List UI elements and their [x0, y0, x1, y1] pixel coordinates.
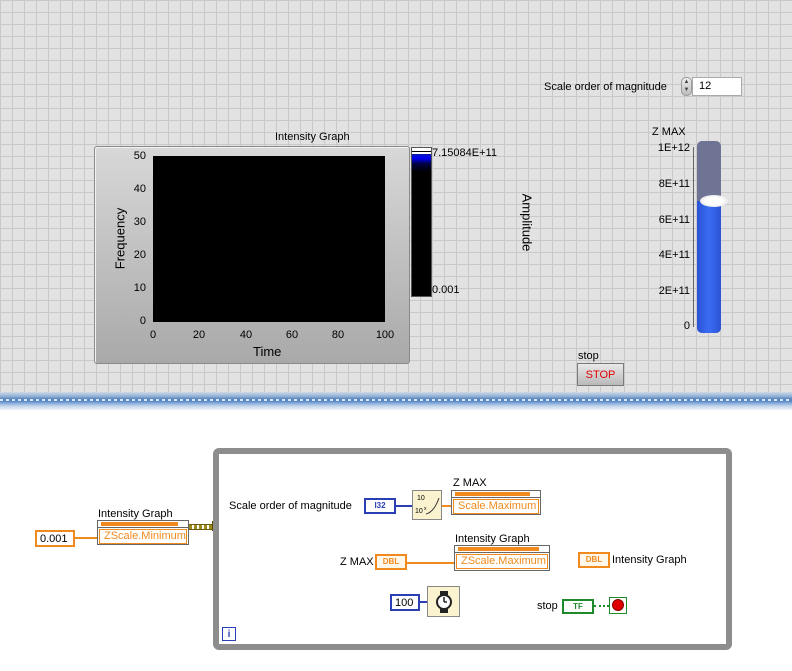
- increment-decrement-arrows[interactable]: ▲▼: [681, 77, 692, 96]
- zmax-terminal-label: Z MAX: [340, 556, 374, 568]
- loop-iteration-terminal[interactable]: i: [222, 627, 236, 641]
- property-node-zscale-max[interactable]: ZScale.Maximum: [454, 545, 550, 571]
- y-tick: 30: [133, 216, 146, 228]
- node1-title: Intensity Graph: [98, 508, 173, 520]
- exponent-curve-icon: [425, 497, 440, 515]
- wait-constant[interactable]: 100: [390, 594, 420, 611]
- y-tick: 50: [133, 150, 146, 162]
- y-tick: 20: [133, 249, 146, 261]
- wire[interactable]: [407, 562, 455, 564]
- wire[interactable]: [75, 537, 97, 539]
- x-tick: 100: [375, 329, 395, 341]
- min-constant[interactable]: 0.001: [35, 530, 75, 547]
- node3-title: Intensity Graph: [455, 533, 530, 545]
- property-node-zmax-scale-max[interactable]: Scale.Maximum: [451, 490, 541, 515]
- error-wire[interactable]: [189, 524, 213, 530]
- pow-top-text: 10: [417, 495, 425, 502]
- property-row: ZScale.Maximum: [456, 554, 548, 569]
- x-tick: 60: [285, 329, 299, 341]
- stop-button[interactable]: STOP: [577, 363, 624, 386]
- x-tick: 20: [192, 329, 206, 341]
- scale-order-input[interactable]: 12: [692, 77, 742, 96]
- zmax-tick: 1E+12: [657, 142, 690, 154]
- pane-splitter[interactable]: [0, 392, 792, 410]
- zmax-slide-thumb[interactable]: [700, 195, 728, 207]
- stop-terminal-label: stop: [537, 600, 558, 612]
- y-axis-label: Frequency: [112, 207, 128, 270]
- node2-title: Z MAX: [453, 477, 487, 489]
- zmax-slide-fill: [697, 201, 721, 333]
- y-tick: 0: [139, 315, 146, 327]
- scale-order-label: Scale order of magnitude: [544, 81, 667, 93]
- z-axis-label: Amplitude: [519, 193, 535, 252]
- zmax-tick: 4E+11: [658, 249, 690, 261]
- y-tick: 10: [133, 282, 146, 294]
- zmax-tick: 8E+11: [658, 178, 690, 190]
- z-axis-label-wrap: Amplitude: [518, 189, 536, 255]
- property-node-zscale-min[interactable]: ZScale.Minimum: [97, 520, 189, 545]
- pow-bottom-text: 10: [415, 508, 423, 515]
- color-ramp[interactable]: [411, 147, 432, 297]
- wait-ms-function[interactable]: [427, 586, 460, 617]
- ramp-min-value[interactable]: 0.001: [432, 284, 460, 296]
- dbl-terminal[interactable]: DBL: [375, 554, 407, 570]
- wire[interactable]: [420, 601, 428, 603]
- i32-terminal[interactable]: I32: [364, 498, 396, 514]
- scale-order-terminal-label: Scale order of magnitude: [229, 500, 352, 512]
- zmax-label: Z MAX: [652, 126, 686, 138]
- x-tick: 0: [149, 329, 157, 341]
- ramp-max-value[interactable]: 7.15084E+11: [432, 147, 497, 159]
- x-tick: 80: [331, 329, 345, 341]
- wire[interactable]: [442, 505, 452, 507]
- loop-condition-terminal[interactable]: [609, 597, 627, 614]
- zmax-tick: 2E+11: [658, 285, 690, 297]
- intensity-graph-terminal-label: Intensity Graph: [612, 554, 687, 566]
- y-tick: 40: [133, 183, 146, 195]
- x-tick: 40: [239, 329, 253, 341]
- intensity-plot-area[interactable]: [153, 156, 385, 322]
- property-row: ZScale.Minimum: [99, 529, 187, 544]
- wire[interactable]: [594, 605, 609, 607]
- zmax-scale-line: [693, 147, 694, 327]
- intensity-graph-terminal[interactable]: DBL: [578, 552, 610, 568]
- pow-x-text: x: [424, 506, 427, 512]
- stop-boolean-terminal[interactable]: TF: [562, 599, 594, 614]
- stop-condition-icon: [613, 600, 623, 610]
- stop-label: stop: [578, 350, 599, 362]
- zmax-tick: 6E+11: [658, 214, 690, 226]
- property-row: Scale.Maximum: [453, 499, 539, 514]
- x-axis-label: Time: [253, 344, 282, 359]
- graph-title: Intensity Graph: [275, 131, 350, 143]
- power-of-10-function[interactable]: 10 10 x: [412, 490, 442, 520]
- zmax-tick: 0: [683, 320, 690, 332]
- wire[interactable]: [396, 505, 412, 507]
- wristwatch-icon: [436, 591, 452, 613]
